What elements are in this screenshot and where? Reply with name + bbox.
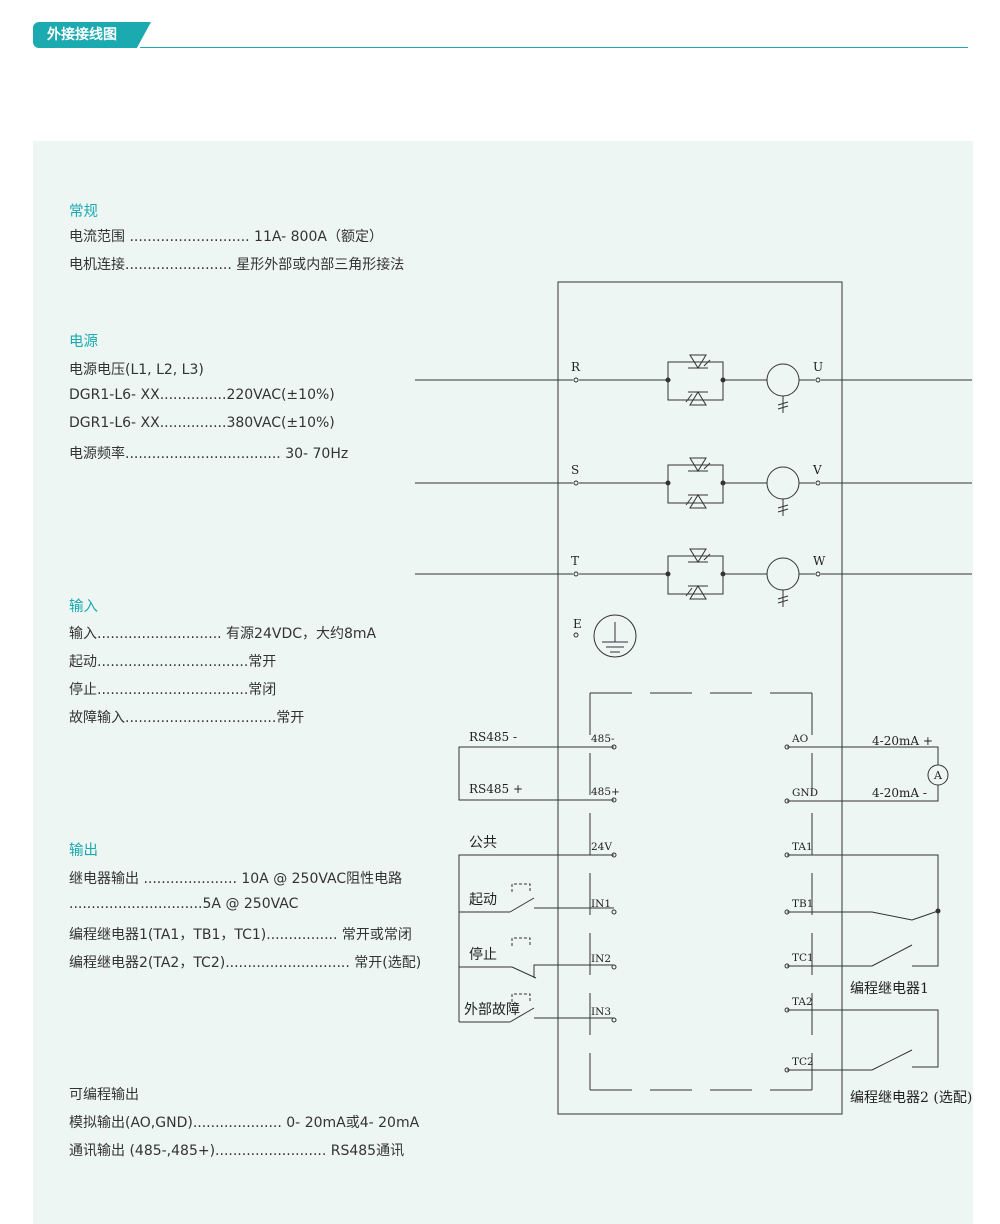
phase-input-label: R [571, 360, 581, 374]
ma-minus-label: 4-20mA - [872, 786, 927, 800]
spec-heading-power: 电源 [69, 334, 98, 350]
control-terminal-label: 485- [591, 733, 615, 745]
spec-line: 故障输入..................................常开 [69, 710, 305, 726]
phase-input-label: S [571, 463, 579, 477]
control-terminal [611, 1017, 617, 1023]
spec-heading-output: 输出 [69, 843, 98, 859]
ground-icon [593, 614, 637, 658]
spec-line: 模拟输出(AO,GND).................... 0- 20mA… [69, 1115, 420, 1131]
spec-line: DGR1-L6- XX...............380VAC(±10%) [69, 415, 335, 431]
control-terminal-label: AO [791, 733, 809, 745]
stop-switch-icon [511, 937, 614, 979]
spec-line: 起动..................................常开 [69, 654, 277, 670]
spec-line: 停止..................................常闭 [69, 682, 277, 698]
fault-switch-icon [509, 993, 614, 1023]
phase-output-terminal [815, 480, 821, 486]
starter-enclosure [557, 281, 843, 1115]
relay2-wiring [787, 1009, 939, 1071]
spec-line: 输入............................ 有源24VDC，大… [69, 626, 377, 642]
fault-switch-label: 外部故障 [464, 1002, 520, 1018]
ammeter-label: A [933, 769, 943, 782]
spec-line: 电流范围 ........................... 11A- 80… [69, 229, 383, 245]
rs485-wiring [458, 746, 614, 801]
control-terminal-label: GND [792, 787, 818, 799]
current-transformer-icon [766, 557, 800, 607]
phase-output-terminal [815, 571, 821, 577]
thyristor-pair-icon [665, 354, 726, 406]
ammeter-icon [927, 764, 949, 786]
phase-output-label: V [812, 463, 822, 477]
spec-line: 继电器输出 ..................... 10A @ 250VAC… [69, 871, 403, 887]
relay1-wiring [787, 854, 941, 967]
control-terminal-label: IN3 [591, 1006, 611, 1018]
section-title-tab: 外接接线图 [33, 22, 151, 48]
earth-terminal-label: E [573, 617, 582, 631]
control-terminal-label: TC2 [792, 1056, 814, 1068]
content-panel [33, 141, 973, 1224]
control-terminal-label: 485+ [591, 786, 620, 798]
control-terminal [611, 909, 617, 915]
phase-output-terminal [815, 377, 821, 383]
control-terminal-label: TA2 [792, 996, 813, 1008]
control-terminal-label: IN2 [591, 953, 611, 965]
control-terminal-label: TA1 [792, 841, 813, 853]
control-board-outline [589, 692, 813, 1091]
spec-line: 编程继电器2(TA2，TC2).........................… [69, 955, 422, 971]
phase-output-label: W [813, 554, 826, 568]
analog-output-wiring [787, 746, 939, 765]
spec-line: 编程继电器1(TA1，TB1，TC1)................ 常开或常… [69, 927, 412, 943]
common-wiring [458, 854, 614, 1022]
spec-line: 通讯输出 (485-,485+)........................… [69, 1143, 405, 1159]
spec-line: DGR1-L6- XX...............220VAC(±10%) [69, 387, 335, 403]
spec-line: ..............................5A @ 250VA… [69, 896, 299, 912]
start-switch-icon [509, 883, 614, 913]
current-transformer-icon [766, 363, 800, 413]
phase-input-terminal [573, 571, 579, 577]
control-terminal-label: 24V [591, 841, 612, 853]
control-terminal [611, 964, 617, 970]
spec-line: 电源频率................................... … [69, 446, 349, 462]
relay2-label: 编程继电器2 (选配) [850, 1090, 972, 1106]
rs485-plus-label: RS485 + [469, 782, 523, 796]
control-terminal-label: TC1 [792, 952, 814, 964]
phase-input-label: T [571, 554, 579, 568]
phase-output-label: U [813, 360, 823, 374]
current-transformer-icon [766, 466, 800, 516]
thyristor-pair-icon [665, 457, 726, 509]
stop-switch-label: 停止 [469, 946, 497, 963]
earth-terminal [573, 632, 579, 638]
rs485-minus-label: RS485 - [469, 730, 517, 744]
spec-heading-general: 常规 [69, 204, 98, 220]
common-label: 公共 [469, 835, 497, 851]
control-terminal-label: TB1 [792, 898, 813, 910]
phase-input-terminal [573, 480, 579, 486]
spec-heading-programmable: 可编程输出 [69, 1087, 139, 1103]
ma-plus-label: 4-20mA + [872, 734, 933, 748]
control-terminal-label: IN1 [591, 898, 611, 910]
spec-line: 电机连接........................ 星形外部或内部三角形接… [69, 257, 405, 273]
phase-input-terminal [573, 377, 579, 383]
start-switch-label: 起动 [469, 892, 497, 908]
thyristor-pair-icon [665, 548, 726, 600]
relay1-label: 编程继电器1 [850, 981, 929, 997]
header-divider [140, 47, 968, 48]
spec-heading-input: 输入 [69, 599, 98, 615]
spec-line: 电源电压(L1, L2, L3) [69, 362, 204, 378]
